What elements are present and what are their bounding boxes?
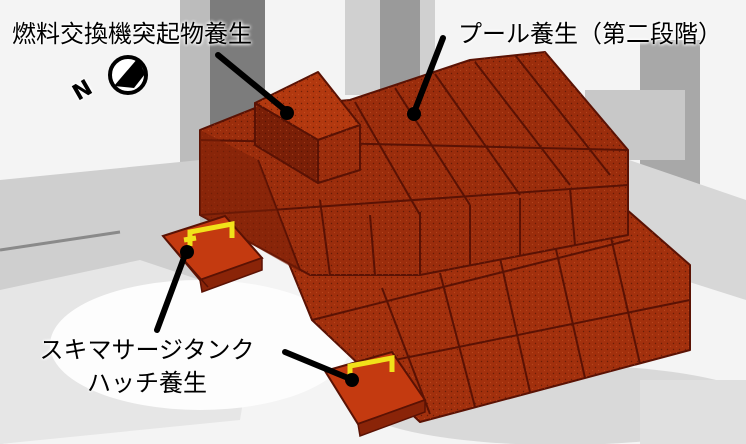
pool-cover-side-shade bbox=[200, 130, 300, 272]
floor-circle bbox=[50, 280, 350, 410]
hatch-cover-lower bbox=[323, 350, 427, 438]
skimmer-label-line2: ハッチ養生 bbox=[87, 369, 207, 397]
hatch-edge bbox=[169, 243, 209, 288]
seam bbox=[499, 257, 531, 393]
ridge bbox=[369, 214, 376, 276]
protrusion-cover bbox=[254, 71, 361, 184]
leader-lines bbox=[154, 35, 446, 387]
leader-dot bbox=[180, 245, 194, 259]
seam bbox=[439, 272, 476, 408]
seam bbox=[609, 232, 641, 365]
floor-shadow bbox=[640, 380, 746, 444]
leader-line-skimmer-lower bbox=[282, 349, 351, 381]
skimmer-label-line1: スキマサージタンク bbox=[39, 336, 255, 364]
hatch-front bbox=[357, 398, 426, 438]
ridge bbox=[394, 87, 471, 206]
leader-line-skimmer-upper bbox=[154, 252, 188, 333]
seam bbox=[381, 287, 431, 415]
leader-dot bbox=[345, 373, 359, 387]
ridge bbox=[434, 73, 521, 196]
leader-dot bbox=[407, 107, 421, 121]
compass-needle bbox=[114, 58, 145, 88]
north-compass-icon bbox=[108, 55, 148, 95]
seam bbox=[369, 299, 691, 366]
ridge bbox=[319, 199, 331, 276]
leader-dot bbox=[280, 106, 294, 120]
seam bbox=[554, 244, 586, 379]
hatch-rail bbox=[347, 354, 395, 380]
seam bbox=[311, 239, 631, 321]
ridge bbox=[569, 187, 576, 246]
protrusion-cover-texture bbox=[255, 72, 360, 183]
protrusion-cover-label: 燃料交換機突起物養生 bbox=[12, 20, 252, 48]
hatch-rail bbox=[183, 235, 197, 243]
floor-edge bbox=[0, 230, 121, 252]
ridge bbox=[257, 159, 301, 271]
pool-cover-seams bbox=[311, 232, 691, 415]
hatch-front bbox=[199, 256, 263, 294]
leader-line-protrusion bbox=[215, 52, 288, 113]
ridge bbox=[474, 61, 571, 186]
ridge bbox=[514, 54, 611, 176]
leader-line-pool bbox=[412, 35, 446, 113]
pool-cover-label: プール養生（第二段階） bbox=[458, 20, 722, 48]
hatch-cover-upper bbox=[161, 214, 264, 294]
ridge bbox=[354, 101, 421, 216]
